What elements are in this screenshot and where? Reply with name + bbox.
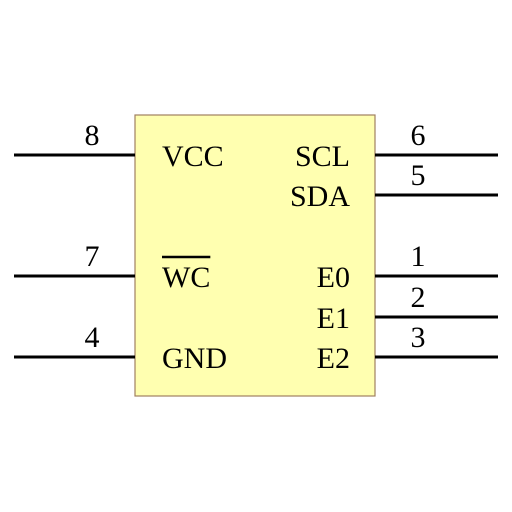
pin-number-sda: 5 (411, 159, 426, 192)
pin-number-wc: 7 (85, 240, 100, 273)
pin-name-sda: SDA (290, 180, 350, 213)
pin-name-scl: SCL (295, 140, 350, 173)
pin-name-vcc: VCC (162, 140, 224, 173)
pin-name-e0: E0 (317, 261, 350, 294)
pin-name-e1: E1 (317, 302, 350, 335)
pin-name-e2: E2 (317, 342, 350, 375)
pin-number-gnd: 4 (85, 321, 100, 354)
pin-name-wc: WC (162, 261, 210, 294)
pin-number-e1: 2 (411, 281, 426, 314)
pin-name-gnd: GND (162, 342, 227, 375)
pin-number-scl: 6 (411, 119, 426, 152)
pin-number-vcc: 8 (85, 119, 100, 152)
chip-body (134, 114, 376, 397)
pin-number-e2: 3 (411, 321, 426, 354)
pin-number-e0: 1 (411, 240, 426, 273)
